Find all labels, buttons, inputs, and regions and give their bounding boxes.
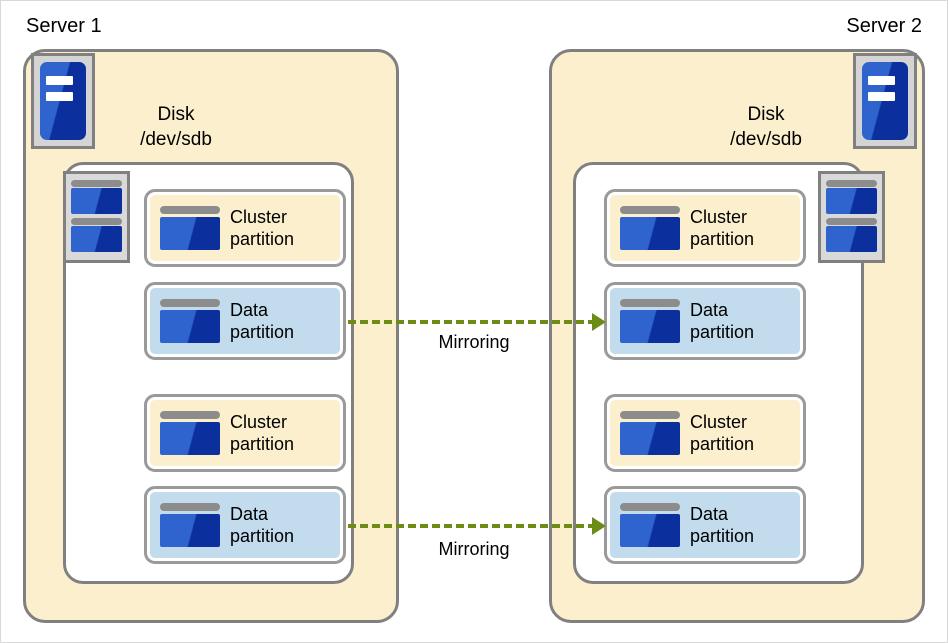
partition-label: Data partition — [230, 504, 295, 546]
mirroring-arrow-line-2 — [348, 524, 596, 528]
partition-icon-cap — [620, 411, 680, 419]
mirroring-label-1: Mirroring — [438, 332, 510, 352]
server1-cluster-partition-2[interactable]: Cluster partition — [144, 394, 346, 472]
partition-label: Data partition — [230, 300, 295, 342]
partition-icon-cap — [160, 503, 220, 511]
partition-icon — [160, 503, 220, 547]
partition-label: Cluster partition — [690, 207, 755, 249]
server1-data-partition-2[interactable]: Data partition — [144, 486, 346, 564]
server-tower-icon — [853, 53, 917, 149]
server2-cluster-partition-2[interactable]: Cluster partition — [604, 394, 806, 472]
server-tower-body — [862, 62, 908, 140]
disk-platter-cap — [826, 180, 877, 187]
server-tower-bar-1 — [46, 76, 74, 86]
disk-stack-icon — [818, 171, 885, 263]
server2-cluster-partition-1[interactable]: Cluster partition — [604, 189, 806, 267]
partition-icon-cap — [160, 299, 220, 307]
partition-icon-body — [620, 310, 680, 343]
partition-icon-body — [160, 514, 220, 547]
partition-icon-body — [160, 217, 220, 250]
partition-icon-cap — [620, 503, 680, 511]
partition-icon-cap — [160, 206, 220, 214]
partition-icon-body — [620, 422, 680, 455]
server2-disk-label: Disk /dev/sdb — [730, 104, 802, 150]
disk-platter-2 — [71, 217, 122, 255]
server-tower-bar-1 — [868, 76, 896, 86]
partition-label: Cluster partition — [230, 412, 295, 454]
server1-disk-label: Disk /dev/sdb — [140, 104, 212, 150]
partition-icon-cap — [620, 206, 680, 214]
partition-icon-body — [620, 514, 680, 547]
partition-icon-cap — [620, 299, 680, 307]
server1-data-partition-1[interactable]: Data partition — [144, 282, 346, 360]
server1-cluster-partition-1[interactable]: Cluster partition — [144, 189, 346, 267]
server1-caption: Server 1 — [26, 15, 102, 37]
disk-platter-cap — [71, 218, 122, 225]
disk-platter-1 — [826, 179, 877, 217]
disk-platter-body — [826, 188, 877, 214]
partition-icon-body — [160, 310, 220, 343]
partition-icon-cap — [160, 411, 220, 419]
server2-data-partition-2[interactable]: Data partition — [604, 486, 806, 564]
partition-icon — [620, 206, 680, 250]
disk-platter-cap — [71, 180, 122, 187]
partition-label: Data partition — [690, 504, 755, 546]
partition-icon — [620, 411, 680, 455]
partition-label: Cluster partition — [690, 412, 755, 454]
disk-platter-body — [71, 188, 122, 214]
partition-icon — [160, 411, 220, 455]
partition-icon — [620, 503, 680, 547]
partition-label: Cluster partition — [230, 207, 295, 249]
server-tower-bar-2 — [868, 91, 896, 101]
server2-data-partition-1[interactable]: Data partition — [604, 282, 806, 360]
disk-platter-cap — [826, 218, 877, 225]
disk-platter-1 — [71, 179, 122, 217]
partition-icon — [160, 206, 220, 250]
disk-stack-icon — [63, 171, 130, 263]
partition-icon — [620, 299, 680, 343]
partition-label: Data partition — [690, 300, 755, 342]
mirroring-arrow-head-1 — [592, 313, 606, 331]
mirroring-arrow-line-1 — [348, 320, 596, 324]
partition-icon — [160, 299, 220, 343]
server2-caption: Server 2 — [846, 15, 922, 37]
mirroring-label-2: Mirroring — [438, 539, 510, 559]
server-tower-body — [40, 62, 86, 140]
server-tower-icon — [31, 53, 95, 149]
disk-platter-body — [71, 226, 122, 252]
partition-icon-body — [620, 217, 680, 250]
disk-platter-body — [826, 226, 877, 252]
partition-icon-body — [160, 422, 220, 455]
disk-platter-2 — [826, 217, 877, 255]
mirroring-arrow-head-2 — [592, 517, 606, 535]
server-tower-bar-2 — [46, 91, 74, 101]
